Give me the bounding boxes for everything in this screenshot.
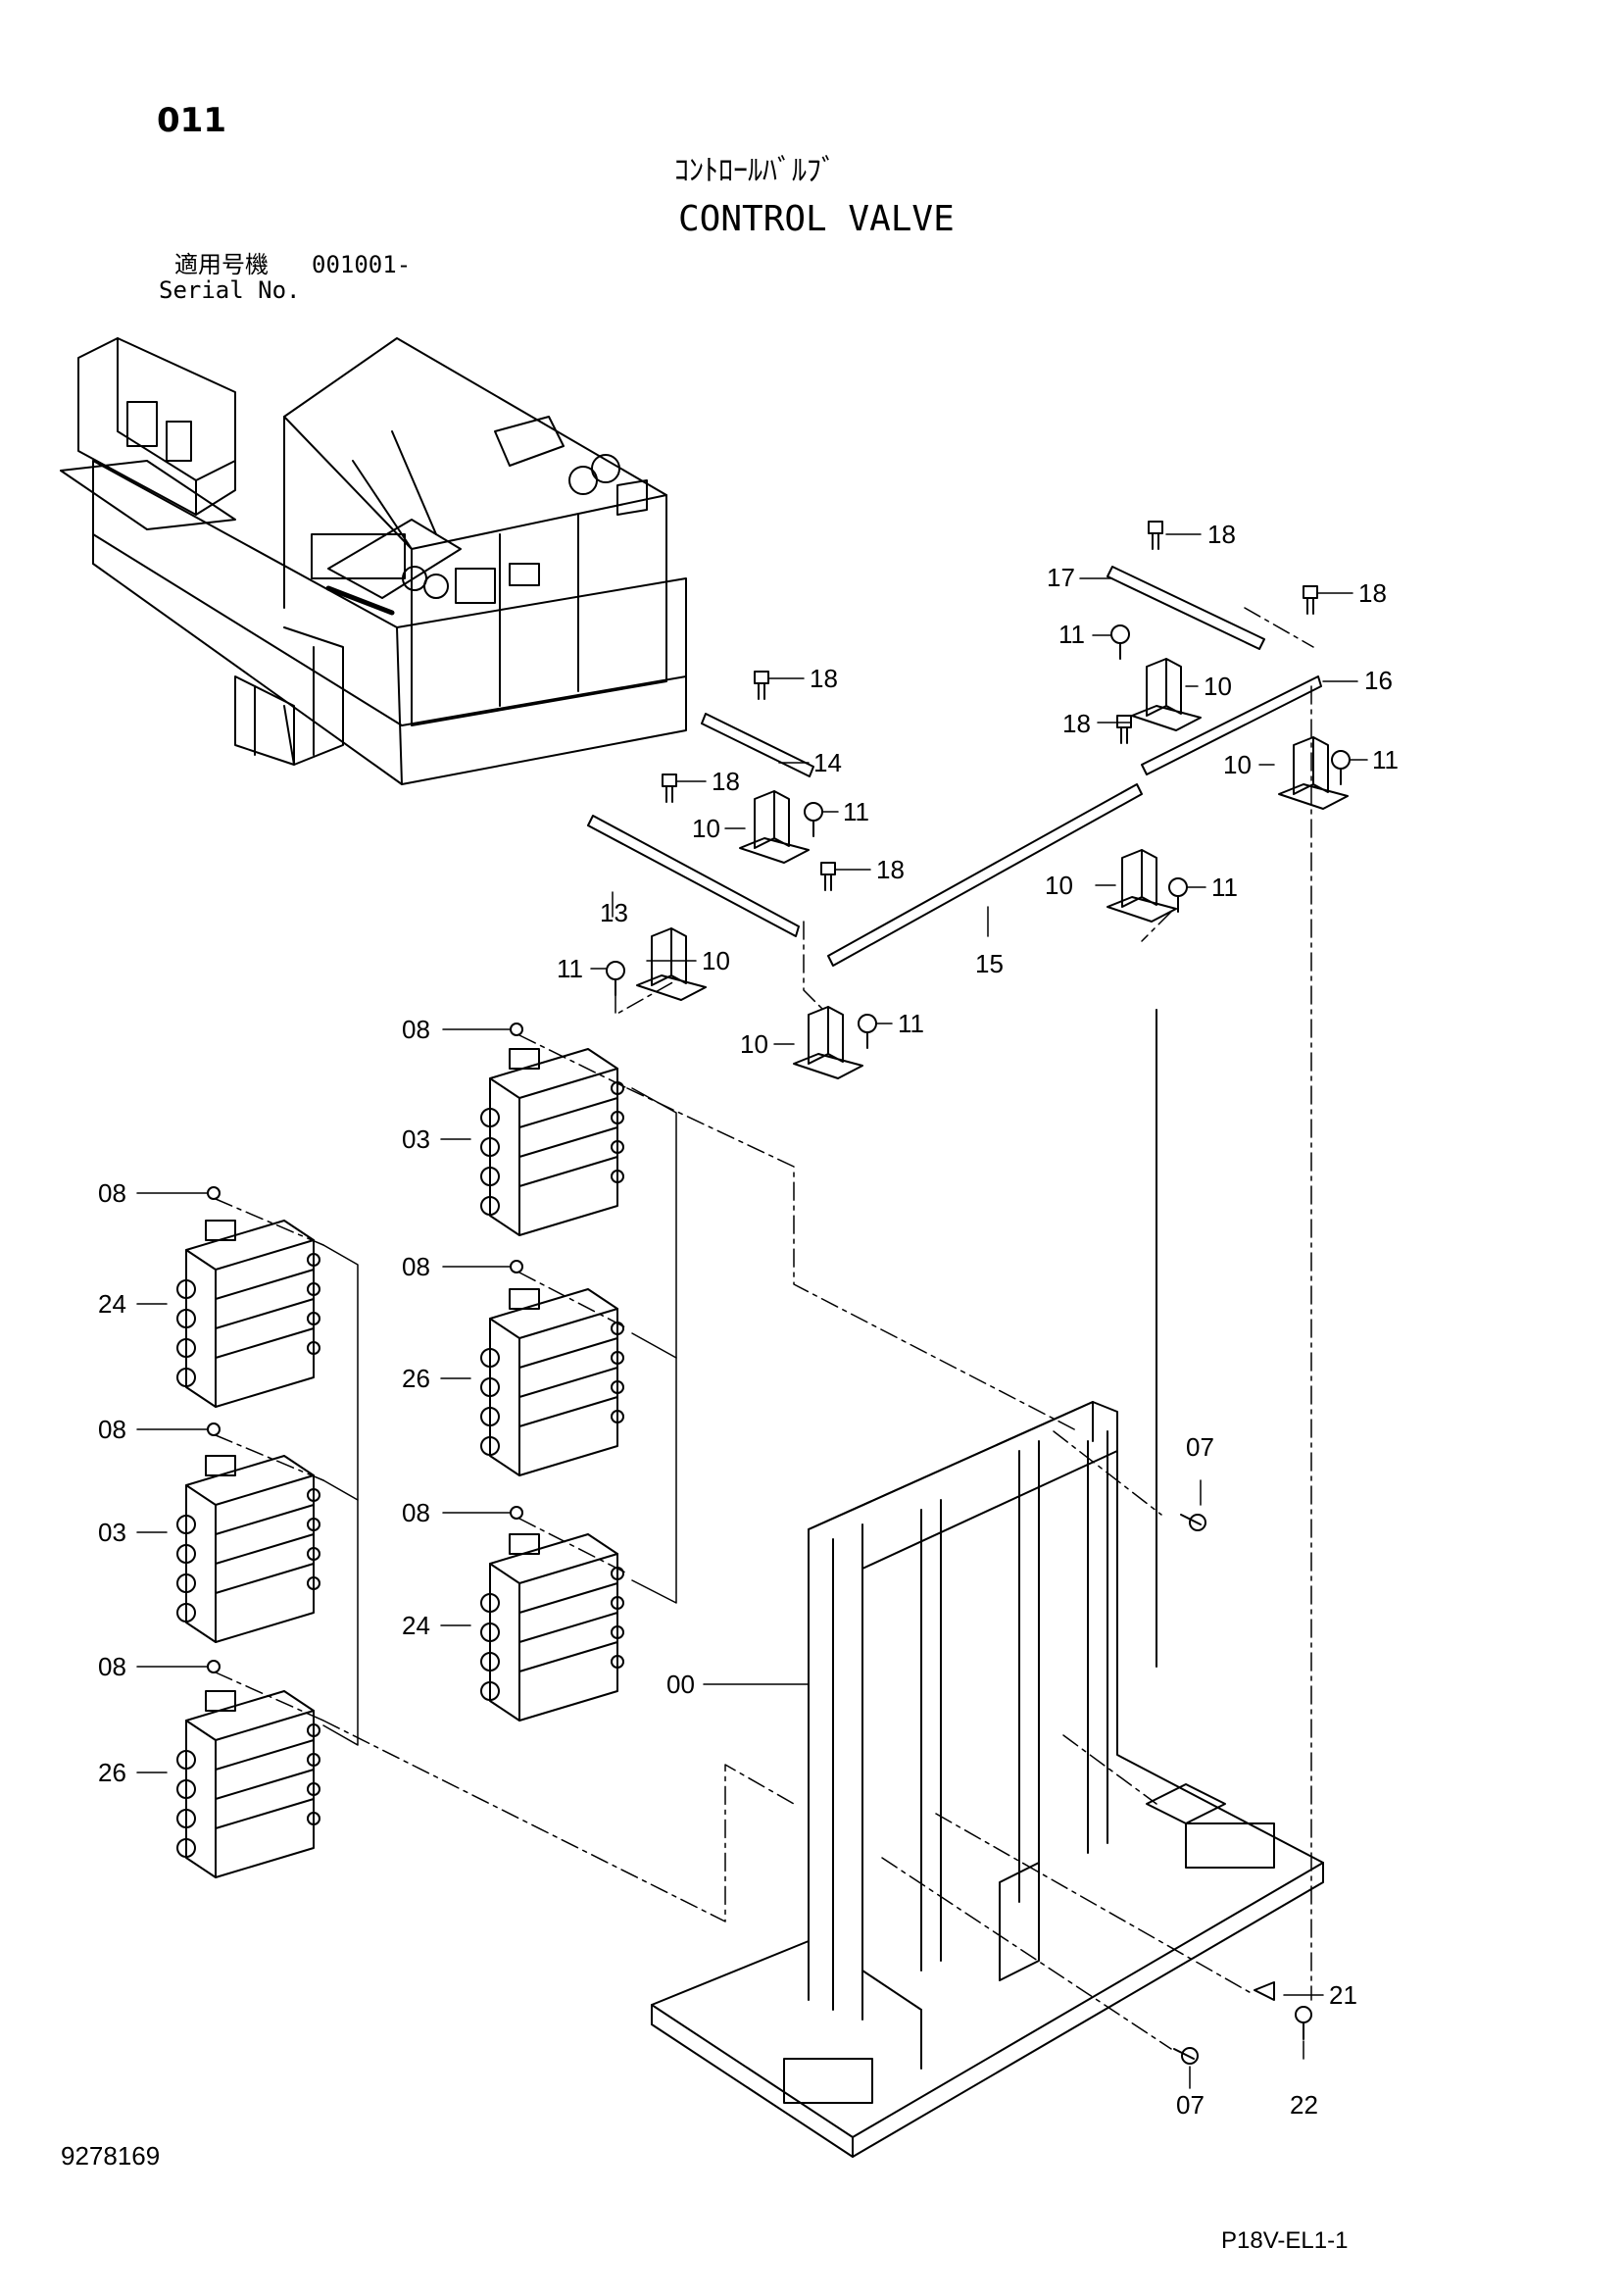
callout-13: 13 [600,898,628,927]
callout-18: 18 [1358,578,1387,608]
callout-22: 22 [1290,2090,1318,2120]
callout-11: 11 [557,954,583,983]
callout-18: 18 [1062,709,1091,738]
callout-10: 10 [692,814,720,843]
page-code: P18V-EL1-1 [1221,2227,1349,2254]
callout-10: 10 [702,946,730,975]
serial-label-english: Serial No. [159,276,301,304]
callout-08: 08 [402,1015,430,1044]
callout-16: 16 [1364,666,1393,695]
callout-10: 10 [1223,750,1252,779]
callout-18: 18 [810,664,838,693]
callout-07: 07 [1186,1432,1214,1462]
drawing-number: 9278169 [61,2141,161,2171]
bracket-assembly [587,521,1351,2001]
page-number: 011 [157,101,226,140]
callout-21: 21 [1329,1980,1357,2010]
callout-10: 10 [1204,672,1232,701]
callout-18: 18 [712,767,740,796]
control-valve-stacks [176,1023,1079,1922]
callout-26: 26 [98,1758,126,1787]
callout-08: 08 [402,1252,430,1281]
callout-00: 00 [666,1670,695,1699]
title-english: CONTROL VALVE [678,199,955,239]
callout-03: 03 [98,1518,126,1547]
callout-11: 11 [1372,745,1399,774]
callout-08: 08 [98,1178,126,1208]
callout-18: 18 [876,855,905,884]
callout-11: 11 [843,797,869,826]
main-frame [651,1009,1324,2158]
machine-overview-illustration [60,337,687,785]
callout-leaders [136,533,1368,2089]
callout-08: 08 [98,1415,126,1444]
callout-14: 14 [813,748,842,777]
callout-11: 11 [1211,873,1238,902]
serial-label-japanese: 適用号機 [174,251,269,278]
callout-10: 10 [740,1029,768,1059]
callout-10: 10 [1045,871,1073,900]
callout-26: 26 [402,1364,430,1393]
callout-08: 08 [98,1652,126,1681]
callout-11: 11 [898,1009,924,1038]
callout-24: 24 [402,1611,430,1640]
callout-17: 17 [1047,563,1075,592]
callout-07: 07 [1176,2090,1205,2120]
title-japanese: ｺﾝﾄﾛｰﾙﾊﾞﾙﾌﾞ [674,154,836,188]
callout-24: 24 [98,1289,126,1319]
callout-08: 08 [402,1498,430,1527]
callout-11: 11 [1058,620,1085,649]
serial-value: 001001- [312,251,412,278]
callout-15: 15 [975,949,1004,978]
callout-03: 03 [402,1124,430,1154]
callout-18: 18 [1207,520,1236,549]
